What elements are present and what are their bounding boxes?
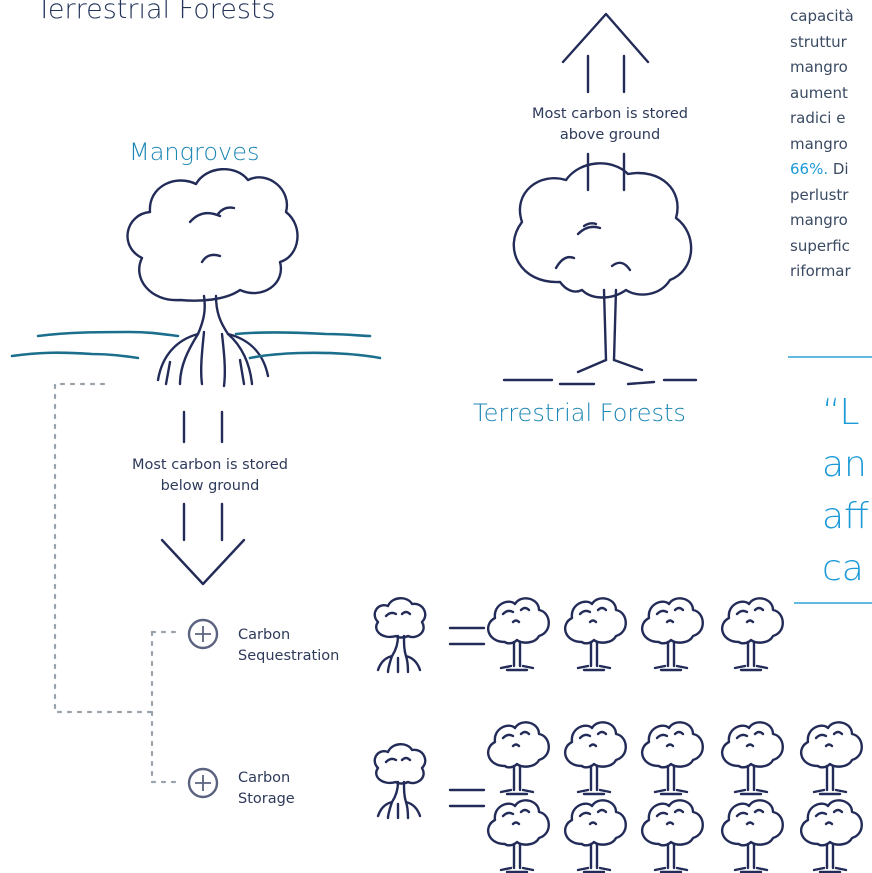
mangroves-title: Mangroves <box>129 138 260 166</box>
below-ground-label-line2: below ground <box>160 478 260 494</box>
forest-tree-icon <box>720 799 784 873</box>
carbon-sequestration-label: Carbon Sequestration <box>238 625 339 667</box>
forest-tree-icon <box>720 597 784 672</box>
terrestrial-tree-icon <box>502 162 698 386</box>
side-line: riformar <box>790 262 851 280</box>
mangrove-icon <box>373 743 427 820</box>
plus-icon <box>187 618 219 650</box>
forest-tree-icon <box>720 721 784 796</box>
water-lines <box>10 330 382 360</box>
side-line: capacità <box>790 7 854 25</box>
quote-line: an <box>822 444 867 485</box>
equals-icon <box>448 788 486 808</box>
highlight-percentage: 66%. <box>790 160 829 178</box>
forest-tree-icon <box>563 597 627 672</box>
mangrove-tree-icon <box>126 167 299 388</box>
forest-tree-icon <box>486 799 550 873</box>
side-line: mangro <box>790 211 848 229</box>
carbon-storage-label: Carbon Storage <box>238 768 295 810</box>
quote-line: aff <box>822 496 869 537</box>
pull-quote: “L an aff ca <box>822 387 869 595</box>
quote-line: “L <box>822 392 860 433</box>
below-ground-label: Most carbon is stored below ground <box>110 455 310 497</box>
forest-tree-icon <box>640 597 704 672</box>
equals-icon <box>448 626 486 646</box>
side-paragraph: capacità struttur mangro aument radici e… <box>790 4 872 285</box>
side-line-rest: Di <box>828 160 849 178</box>
down-arrow-icon <box>160 410 246 586</box>
side-line: struttur <box>790 32 847 51</box>
forest-tree-icon <box>640 799 704 873</box>
forest-tree-icon <box>486 721 550 796</box>
above-ground-label-line2: above ground <box>559 127 661 143</box>
side-line: aument <box>790 83 848 102</box>
up-arrow-icon <box>561 12 650 192</box>
above-ground-label-line1: Most carbon is stored <box>532 106 688 122</box>
quote-line: ca <box>822 548 864 589</box>
side-line: 66%. Di <box>790 157 872 183</box>
forest-tree-icon <box>563 721 627 796</box>
sequestration-label-line1: Carbon <box>238 627 291 643</box>
mangrove-icon <box>373 597 427 674</box>
forest-tree-icon <box>799 799 863 873</box>
forest-tree-icon <box>486 597 550 672</box>
side-line: mangro <box>790 58 848 76</box>
storage-label-line2: Storage <box>238 791 295 807</box>
side-line: superfic <box>790 236 850 255</box>
below-ground-label-line1: Most carbon is stored <box>132 457 288 473</box>
plus-icon <box>187 767 219 799</box>
sequestration-label-line2: Sequestration <box>238 648 340 664</box>
forest-tree-icon <box>799 721 863 796</box>
storage-label-line1: Carbon <box>238 770 291 786</box>
side-line: mangro <box>790 134 848 153</box>
forest-tree-icon <box>640 721 704 796</box>
dotted-connector <box>53 382 178 784</box>
side-line: perlustr <box>790 185 849 204</box>
side-line: radici e <box>790 109 846 127</box>
above-ground-label: Most carbon is stored above ground <box>510 104 710 146</box>
forest-tree-icon <box>563 799 627 873</box>
terrestrial-forests-title: Terrestrial Forests <box>473 399 686 427</box>
page-title: Terrestrial Forests <box>36 0 276 25</box>
